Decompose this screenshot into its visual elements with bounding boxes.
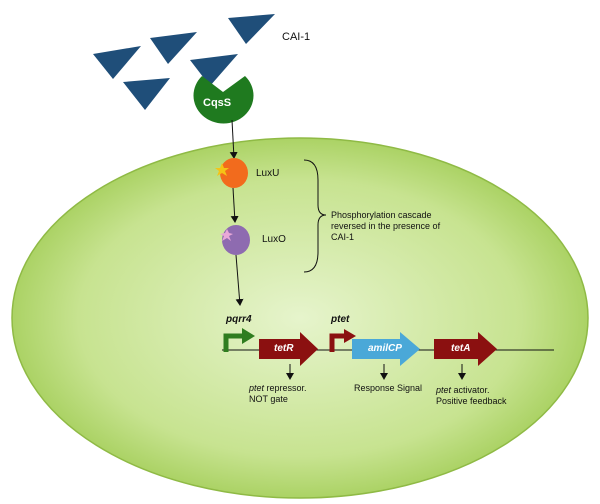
cai-1-molecule — [228, 14, 275, 44]
pqrr4-promoter-icon — [223, 333, 244, 352]
cascade-note: Phosphorylation cascade reversed in the … — [331, 210, 440, 243]
cai-1-molecule — [93, 46, 141, 79]
pqrr4-promoter-arrowhead — [242, 328, 255, 344]
cascade-note-line: CAI-1 — [331, 232, 355, 242]
cell-membrane — [11, 137, 589, 499]
luxo-protein — [222, 225, 250, 255]
amilcp-gene — [352, 332, 420, 366]
cai-1-molecules — [93, 14, 275, 110]
tetr-label: tetR — [274, 343, 294, 354]
cai-1-molecule — [150, 32, 197, 64]
amilcp-note: Response Signal — [354, 383, 423, 393]
teta-note-italic: ptet — [436, 385, 452, 395]
tetr-note: ptet repressor. NOT gate — [249, 383, 307, 405]
amilcp-label: amilCP — [368, 343, 402, 354]
teta-note: ptet activator. Positive feedback — [436, 385, 507, 407]
cascade-note-line: Phosphorylation cascade — [331, 210, 432, 220]
arrow-cqss-luxu — [229, 119, 238, 159]
phosphate-star-icon — [220, 229, 233, 241]
luxu-protein — [220, 158, 248, 188]
ptet-label: ptet — [331, 314, 350, 325]
ptet-promoter-arrowhead — [344, 329, 356, 343]
tetr-note-line: repressor. — [264, 383, 307, 393]
cai-1-label: CAI-1 — [282, 31, 311, 43]
luxo-label: LuxO — [262, 234, 286, 245]
cai-1-molecule — [123, 78, 170, 110]
tetr-note-italic: ptet — [249, 383, 265, 393]
cai-1-molecule — [190, 54, 238, 86]
phosphate-star-icon — [215, 163, 229, 176]
tetr-note-line: NOT gate — [249, 394, 288, 404]
tetr-gene — [259, 332, 318, 366]
ptet-promoter-icon — [329, 333, 346, 352]
cascade-note-line: reversed in the presence of — [331, 221, 441, 231]
cqss-receptor — [193, 76, 254, 124]
cqss-label: CqsS — [203, 97, 232, 109]
luxu-label: LuxU — [256, 168, 280, 179]
teta-gene — [434, 332, 497, 366]
teta-label: tetA — [451, 343, 471, 354]
cascade-bracket — [303, 159, 327, 273]
arrow-luxo-pqrr4 — [235, 254, 244, 306]
arrow-luxu-luxo — [230, 187, 239, 223]
teta-note-line: activator. — [451, 385, 490, 395]
pqrr4-label: pqrr4 — [226, 314, 252, 325]
teta-note-line: Positive feedback — [436, 396, 507, 406]
